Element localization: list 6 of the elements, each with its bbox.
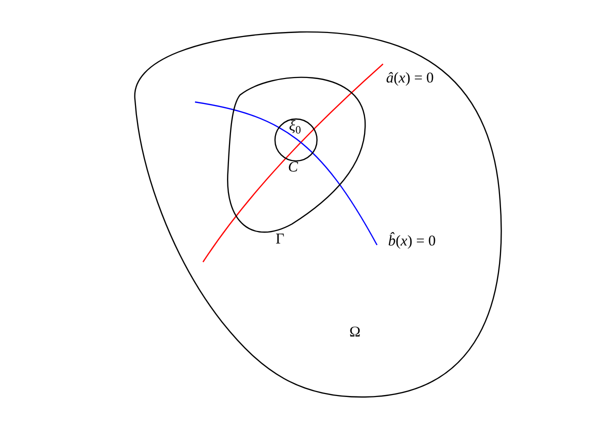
equation-label: â(x) = 0 — [386, 72, 434, 86]
math-symbol: Γ — [276, 232, 284, 248]
equation-label: b̂(x) = 0 — [388, 234, 436, 250]
math-symbol: ξ$_{0}$ — [288, 120, 302, 134]
math-symbol: C — [288, 160, 298, 176]
math-symbol: Ω — [349, 326, 361, 340]
